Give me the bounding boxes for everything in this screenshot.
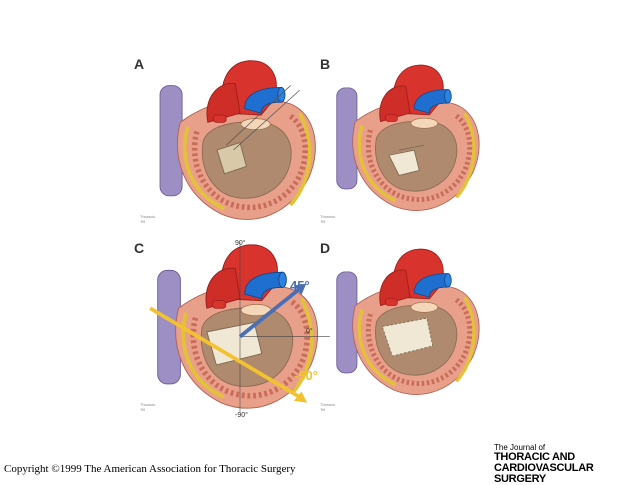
label-90: 90° bbox=[235, 240, 246, 247]
panel-letter: C bbox=[134, 240, 145, 256]
panel-a: A Thoracic'99 bbox=[134, 56, 335, 228]
label-minus-50: -50° bbox=[294, 368, 318, 383]
panel-c: C 90° -90° 0° 45° -50° Thoracic'99 bbox=[134, 240, 335, 419]
valve-prosthesis bbox=[381, 317, 434, 357]
panel-letter: D bbox=[320, 240, 331, 256]
heart-illustration bbox=[330, 58, 490, 223]
label-45: 45° bbox=[290, 278, 310, 293]
panel-b: B Thoracic'99 bbox=[320, 56, 490, 224]
panel-letter: A bbox=[134, 56, 145, 72]
arrow-45 bbox=[238, 285, 303, 339]
credit: Thoracic'99 bbox=[140, 402, 156, 412]
valve-prosthesis bbox=[206, 321, 263, 366]
panel-letter: B bbox=[320, 56, 331, 72]
journal-line2: THORACIC AND bbox=[494, 451, 575, 463]
credit: Thoracic'99 bbox=[140, 214, 156, 224]
credit: Thoracic'99 bbox=[320, 214, 336, 224]
panel-d: D Thoracic'99 bbox=[320, 240, 490, 412]
heart-illustration bbox=[149, 242, 330, 413]
journal-line3: CARDIOVASCULAR SURGERY bbox=[494, 462, 594, 485]
valve-prosthesis bbox=[388, 149, 420, 176]
arrow-minus-50 bbox=[149, 306, 303, 400]
credit: Thoracic'99 bbox=[320, 402, 336, 412]
valve-prosthesis bbox=[216, 141, 247, 175]
journal-line1: The Journal of bbox=[494, 443, 546, 452]
label-0: 0° bbox=[306, 328, 313, 335]
heart-illustration bbox=[330, 242, 490, 407]
copyright-notice: Copyright ©1999 The American Association… bbox=[4, 463, 296, 475]
heart-illustration bbox=[145, 58, 335, 228]
label-minus-90: -90° bbox=[235, 412, 248, 419]
